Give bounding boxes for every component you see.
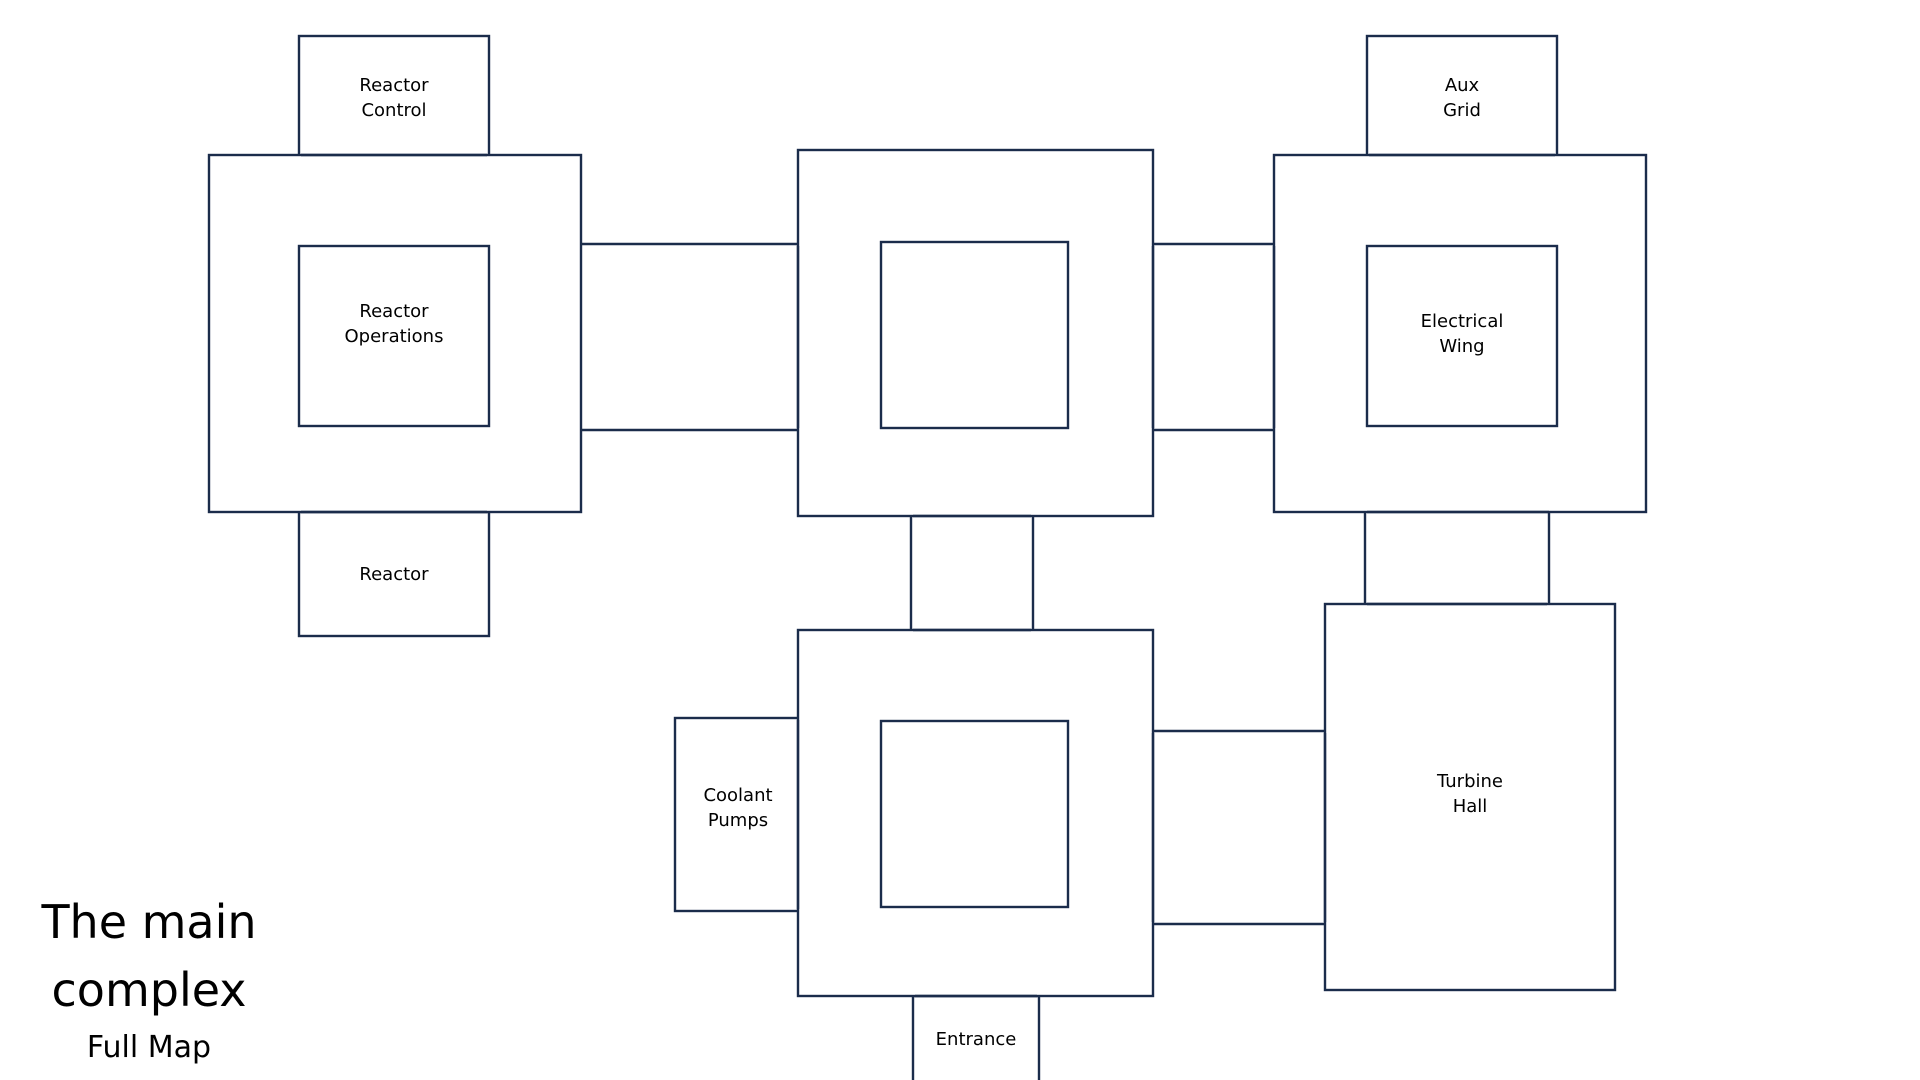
map-title-main: The main complex <box>41 895 257 1017</box>
room-entrance[interactable] <box>911 994 1041 1080</box>
room-aux-grid[interactable] <box>1365 34 1559 162</box>
room-coolant-pumps[interactable] <box>673 716 803 913</box>
room-entrance-hall-inner[interactable] <box>879 719 1070 909</box>
map-title-subtitle: Full Map <box>86 1030 212 1065</box>
room-central-hub-inner[interactable] <box>879 240 1070 430</box>
room-reactor-control[interactable] <box>297 34 491 162</box>
room-reactor-operations[interactable] <box>297 244 491 428</box>
room-turbine-hall[interactable] <box>1323 602 1617 992</box>
room-electrical-wing[interactable] <box>1365 244 1559 428</box>
room-reactor[interactable] <box>297 510 491 638</box>
map-title-block: The main complex Full Map <box>14 888 284 1070</box>
